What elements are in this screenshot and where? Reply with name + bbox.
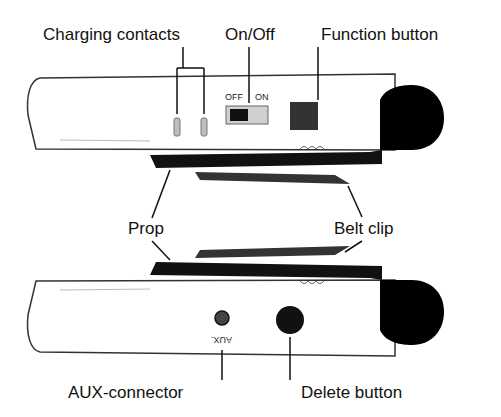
part-label: AUX-connector — [68, 384, 183, 403]
switch-marking: ON — [255, 93, 269, 103]
leader-lines — [152, 47, 362, 380]
part-label: Delete button — [301, 384, 402, 403]
device-bottom-view — [28, 246, 445, 356]
jack-marking: AUX. — [211, 334, 232, 344]
part-label: Charging contacts — [43, 26, 180, 45]
device-top-view — [28, 74, 445, 184]
part-label: Function button — [321, 26, 438, 45]
part-label: On/Off — [225, 26, 275, 45]
part-label: Prop — [128, 220, 164, 239]
switch-marking: OFF — [225, 93, 243, 103]
part-label: Belt clip — [334, 220, 394, 239]
aux-jack — [215, 311, 229, 325]
delete-button — [276, 306, 304, 334]
